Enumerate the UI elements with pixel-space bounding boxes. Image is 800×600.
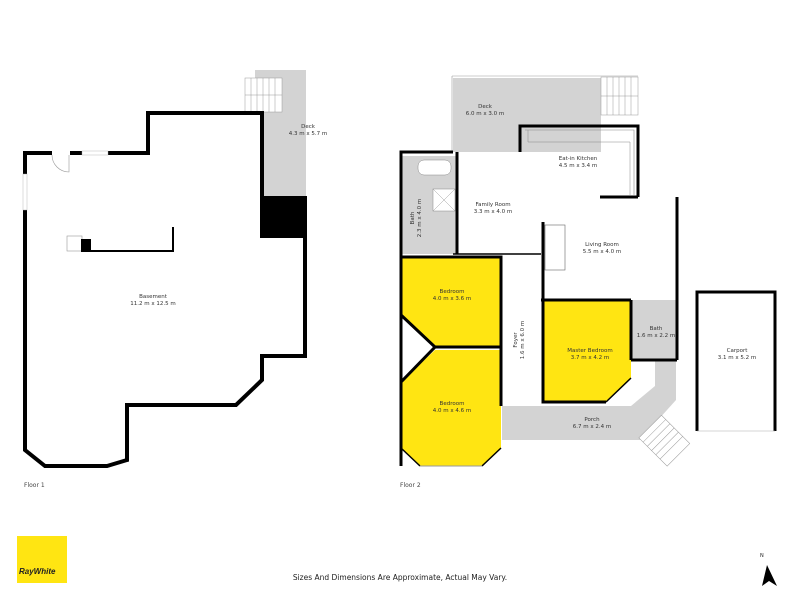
room-name-master-bedroom: Master Bedroom	[567, 348, 612, 354]
room-dims-porch: 6.7 m x 2.4 m	[573, 424, 611, 430]
room-name-basement: Basement	[139, 294, 168, 300]
room-name-foyer: Foyer	[513, 332, 519, 348]
fireplace	[544, 224, 566, 271]
room-dims-family-room: 3.3 m x 4.0 m	[474, 209, 512, 215]
carport-walls	[695, 290, 777, 431]
walls	[399, 124, 679, 466]
room-dims-basement: 11.2 m x 12.5 m	[130, 301, 175, 307]
floor-1-plan: Basement 11.2 m x 12.5 m Deck 4.3 m x 5.…	[22, 70, 327, 468]
window	[22, 173, 28, 211]
room-dims-carport: 3.1 m x 5.2 m	[718, 355, 756, 361]
room-dims-bath: 1.6 m x 2.2 m	[637, 333, 675, 339]
basement-walls	[23, 111, 307, 468]
master-bedroom-area	[543, 300, 631, 402]
deck-area	[453, 78, 601, 152]
floor-2-plan: Deck 6.0 m x 3.0 m Eat-in Kitchen 4.5 m …	[399, 75, 777, 467]
room-name-carport: Carport	[727, 348, 749, 354]
room-dims-master-bedroom: 3.7 m x 4.2 m	[571, 355, 609, 361]
room-name-kitchen: Eat-in Kitchen	[559, 156, 598, 162]
room-name-bath: Bath	[410, 211, 416, 224]
room-dims-kitchen: 4.5 m x 3.4 m	[559, 163, 597, 169]
room-dims-deck: 6.0 m x 3.0 m	[466, 111, 504, 117]
stairs	[600, 76, 639, 116]
room-dims-bedroom: 4.0 m x 3.6 m	[433, 296, 471, 302]
bath-area	[631, 300, 676, 360]
compass-label: N	[760, 553, 764, 559]
room-dims-deck: 4.3 m x 5.7 m	[289, 131, 327, 137]
room-name-deck: Deck	[478, 104, 493, 110]
room-name-bath: Bath	[650, 326, 663, 332]
room-dims-bath: 2.3 m x 4.0 m	[417, 199, 423, 237]
door-swing	[51, 154, 70, 173]
arrow-icon	[762, 565, 777, 586]
room-name-living-room: Living Room	[585, 242, 619, 248]
floor-2-label: Floor 2	[400, 482, 421, 489]
brand-name: RayWhite	[19, 567, 56, 576]
room-name-family-room: Family Room	[475, 202, 510, 208]
room-dims-living-room: 5.5 m x 4.0 m	[583, 249, 621, 255]
raywhite-logo: RayWhite	[17, 536, 67, 583]
chimney-block	[260, 198, 304, 238]
room-name-bedroom: Bedroom	[440, 289, 465, 295]
room-name-deck: Deck	[301, 124, 316, 130]
room-dims-bedroom: 4.0 m x 4.6 m	[433, 408, 471, 414]
disclaimer-text: Sizes And Dimensions Are Approximate, Ac…	[292, 573, 508, 582]
bedroom-area	[401, 350, 501, 466]
bathtub	[417, 159, 452, 176]
stairs	[244, 77, 283, 113]
room-dims-foyer: 1.6 m x 6.0 m	[520, 321, 526, 359]
room-name-bedroom: Bedroom	[440, 401, 465, 407]
window	[81, 150, 109, 156]
room-name-porch: Porch	[584, 417, 600, 423]
floor-1-label: Floor 1	[24, 482, 45, 489]
north-arrow-icon: N	[757, 553, 783, 589]
bedroom-area	[401, 257, 501, 347]
porch-area	[502, 361, 676, 440]
stairs	[638, 414, 691, 467]
